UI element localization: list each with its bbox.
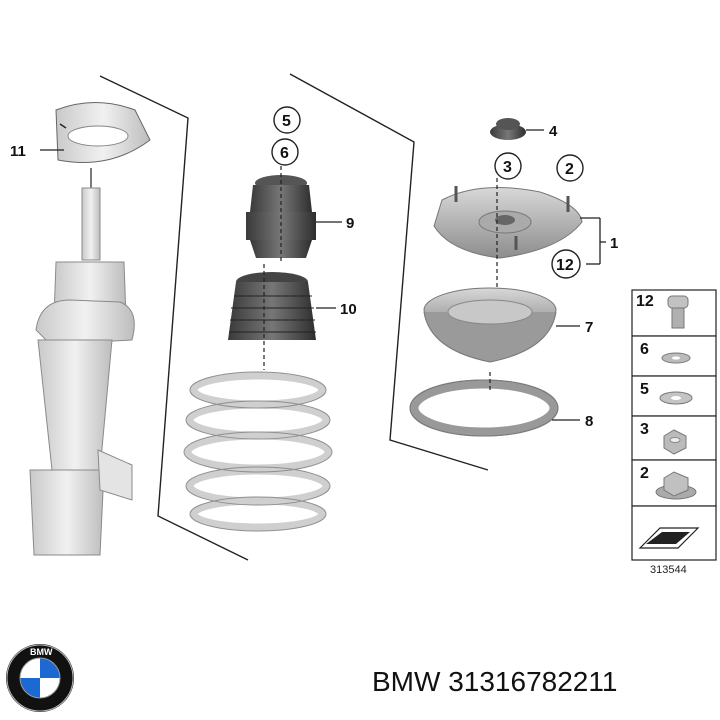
callout-7: 7 bbox=[585, 319, 593, 336]
callout-12-circle: 12 bbox=[551, 249, 581, 279]
part-number: BMW 31316782211 bbox=[372, 666, 618, 697]
callout-2: 2 bbox=[565, 161, 574, 178]
arrow-icon bbox=[638, 527, 700, 549]
callout-6-circle: 6 bbox=[271, 138, 299, 166]
strut-assembly bbox=[29, 168, 135, 556]
spring-seat-part bbox=[55, 102, 151, 163]
callout-3-circle: 3 bbox=[494, 152, 522, 180]
callout-2-circle: 2 bbox=[556, 154, 584, 182]
callout-4: 4 bbox=[549, 123, 558, 140]
legend-3-label: 3 bbox=[640, 421, 649, 438]
bump-stop-part bbox=[246, 166, 316, 262]
legend-5-label: 5 bbox=[640, 381, 649, 398]
callout-10: 10 bbox=[340, 301, 357, 318]
callout-3: 3 bbox=[503, 159, 512, 176]
callout-6: 6 bbox=[280, 145, 289, 162]
cap-part bbox=[490, 118, 526, 140]
strut-mount-part bbox=[433, 178, 583, 296]
callout-1-bracket bbox=[580, 217, 606, 265]
callout-1: 1 bbox=[610, 235, 618, 252]
callout-12: 12 bbox=[556, 257, 574, 274]
washer-icon-6 bbox=[661, 352, 691, 364]
bmw-logo-text: BMW bbox=[30, 647, 53, 657]
callout-5-circle: 5 bbox=[273, 106, 301, 134]
dust-boot-part bbox=[228, 264, 316, 370]
legend-6-label: 6 bbox=[640, 341, 649, 358]
lower-ring-part bbox=[409, 372, 559, 437]
callout-8: 8 bbox=[585, 413, 593, 430]
callout-9: 9 bbox=[346, 215, 354, 232]
legend-2-label: 2 bbox=[640, 465, 649, 482]
bearing-part bbox=[423, 287, 557, 363]
frame-lines bbox=[99, 73, 489, 561]
bmw-logo: BMW bbox=[6, 644, 74, 712]
legend-12-label: 12 bbox=[636, 293, 654, 310]
callout-5: 5 bbox=[282, 113, 291, 130]
diagram-code: 313544 bbox=[650, 564, 687, 576]
bolt-icon bbox=[667, 295, 689, 329]
callout-11: 11 bbox=[10, 143, 26, 160]
coil-spring-part bbox=[184, 372, 332, 531]
flange-nut-icon bbox=[655, 471, 697, 500]
hex-nut-icon bbox=[663, 429, 687, 455]
washer-icon-5 bbox=[659, 391, 693, 405]
